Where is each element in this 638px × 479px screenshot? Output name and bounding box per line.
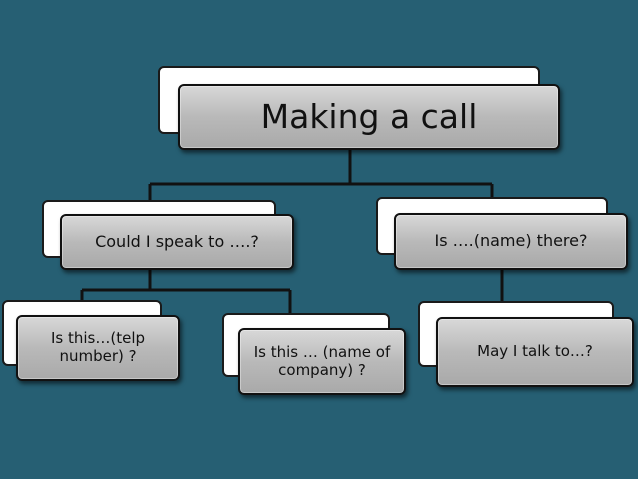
- root-node: Making a call: [178, 84, 560, 150]
- leaf-3-label: May I talk to…?: [477, 342, 593, 361]
- leaf-2-label: Is this … (name of company) ?: [253, 342, 391, 379]
- leaf-3-node: May I talk to…?: [436, 317, 634, 387]
- root-node-label: Making a call: [260, 96, 478, 136]
- branch-right-node: Is ….(name) there?: [394, 213, 628, 270]
- leaf-2-node: Is this … (name of company) ?: [238, 328, 406, 395]
- branch-right-label: Is ….(name) there?: [434, 231, 588, 251]
- branch-left-label: Could I speak to ….?: [95, 231, 259, 251]
- branch-left-node: Could I speak to ….?: [60, 214, 294, 270]
- leaf-1-node: Is this…(telp number) ?: [16, 315, 180, 381]
- leaf-1-label: Is this…(telp number) ?: [50, 329, 146, 365]
